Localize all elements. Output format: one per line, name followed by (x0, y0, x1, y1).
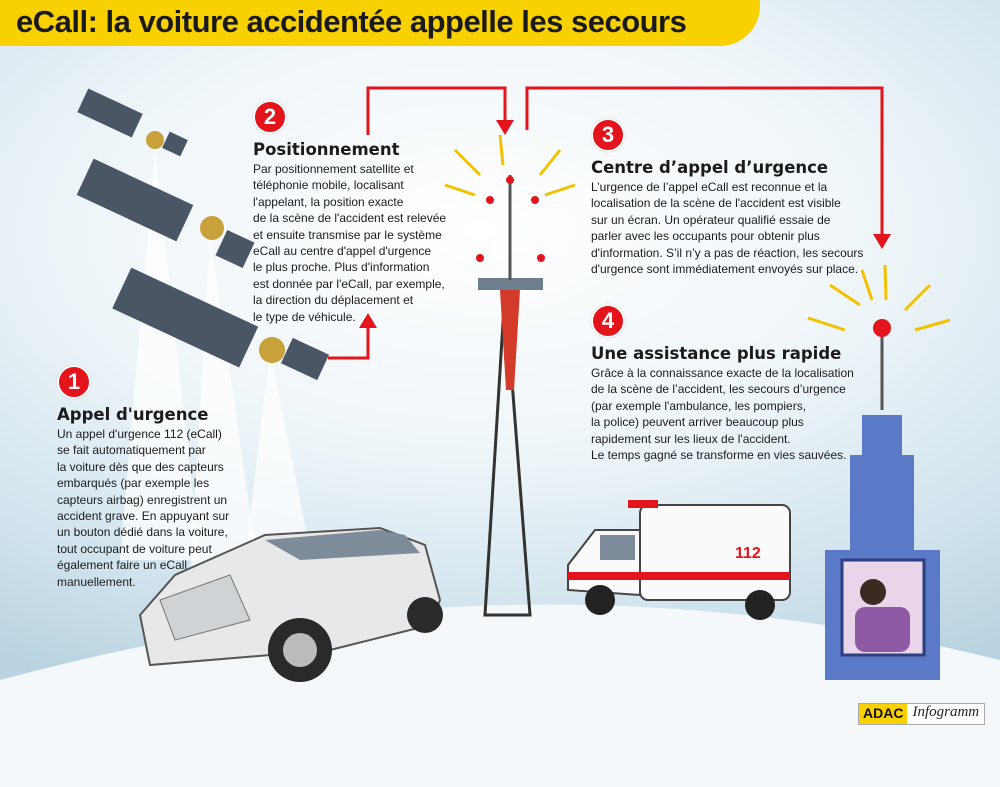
step-1-appel-urgence: 1 Appel d'urgence Un appel d'urgence 112… (57, 365, 272, 590)
logo-product: Infogramm (912, 704, 980, 720)
satellite-beam (120, 150, 200, 560)
ambulance-icon: 112 (567, 500, 791, 620)
step-text: L’urgence de l’appel eCall est reconnue … (591, 180, 864, 277)
step-number-badge: 3 (591, 118, 625, 152)
satellite-icon (112, 267, 330, 381)
crashed-car-icon (138, 526, 443, 682)
step-3-centre-appel: 3 Centre d’appel d’urgence L’urgence de … (591, 118, 891, 277)
step-number-badge: 1 (57, 365, 91, 399)
step-number-badge: 4 (591, 304, 625, 338)
step-text: Grâce à la connaissance exacte de la loc… (591, 366, 854, 463)
step-2-positionnement: 2 Positionnement Par positionnement sate… (253, 100, 468, 325)
arrow-heads (359, 120, 891, 328)
ambulance-number: 112 (735, 545, 761, 562)
step-4-assistance: 4 Une assistance plus rapide Grâce à la … (591, 304, 891, 463)
title-banner: eCall: la voiture accidentée appelle les… (0, 0, 760, 46)
step-text: Un appel d'urgence 112 (eCall) se fait a… (57, 427, 230, 589)
step-heading: Centre d’appel d’urgence (591, 158, 829, 177)
signal-bolts (444, 134, 951, 332)
step-heading: Positionnement (253, 140, 400, 159)
step-text: Par positionnement satellite et téléphon… (253, 162, 447, 324)
cell-tower-icon (476, 175, 545, 617)
satellite-icon (77, 88, 188, 157)
step-number-badge: 2 (253, 100, 287, 134)
flow-arrows (328, 86, 884, 360)
emergency-center-building-icon (825, 319, 940, 680)
adac-infogramm-logo: ADAC Infogramm (858, 703, 986, 725)
page-title: eCall: la voiture accidentée appelle les… (16, 4, 687, 39)
logo-brand: ADAC (859, 704, 908, 724)
step-heading: Appel d'urgence (57, 405, 209, 424)
step-heading: Une assistance plus rapide (591, 344, 842, 363)
satellite-icon (76, 158, 255, 269)
